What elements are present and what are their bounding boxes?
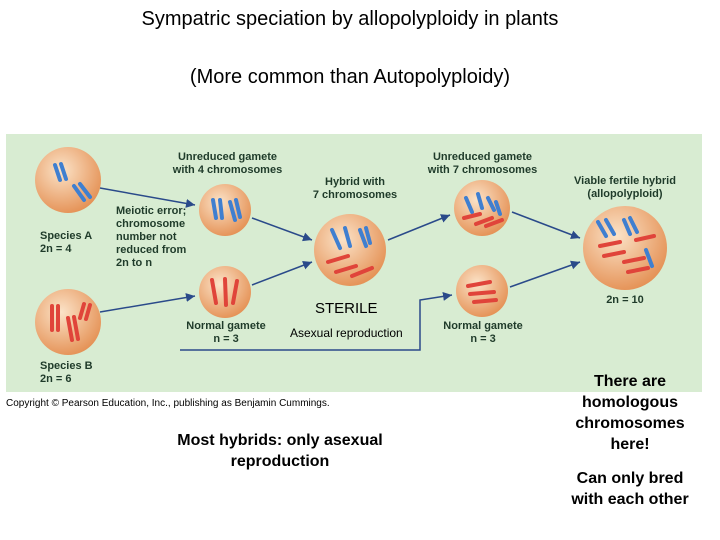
gamete-4-chromosomes xyxy=(211,198,242,222)
note-bred: Can only bred with each other xyxy=(571,470,689,508)
gamete-7-chromosomes xyxy=(462,192,504,228)
slide-subtitle: (More common than Autopolyploidy) xyxy=(189,66,511,88)
normal-gamete-right-chromosomes xyxy=(466,280,498,304)
label-result-count: 2n = 10 xyxy=(606,294,644,306)
hybrid-chromosomes xyxy=(326,226,374,278)
pathway-arrows xyxy=(99,187,581,351)
normal-gamete-left-chromosomes xyxy=(210,277,239,307)
label-normal-gamete-right: Normal gamete n = 3 xyxy=(443,320,523,345)
note-most-hybrids: Most hybrids: only asexual reproduction xyxy=(177,432,383,470)
asexual-reproduction-label: Asexual reproduction xyxy=(290,326,403,340)
sterile-label: STERILE xyxy=(315,300,378,317)
copyright-text: Copyright © Pearson Education, Inc., pub… xyxy=(6,398,330,409)
label-normal-gamete-left: Normal gamete n = 3 xyxy=(186,320,266,345)
label-species-b: Species B 2n = 6 xyxy=(40,360,93,385)
note-homologous: There are homologous chromosomes here! xyxy=(575,373,685,453)
label-unreduced-gamete-7: Unreduced gamete with 7 chromosomes xyxy=(427,151,538,176)
hybrid-cell xyxy=(314,214,386,286)
label-viable-hybrid: Viable fertile hybrid (allopolyploid) xyxy=(574,175,676,200)
label-species-a: Species A 2n = 4 xyxy=(40,230,93,255)
slide-title: Sympatric speciation by allopolyploidy i… xyxy=(141,8,559,30)
allopolyploid-chromosomes xyxy=(596,216,656,274)
species-b-chromosomes xyxy=(50,302,92,342)
species-a-cell xyxy=(35,147,101,213)
label-unreduced-gamete-4: Unreduced gamete with 4 chromosomes xyxy=(172,151,283,176)
unreduced-gamete-4-cell xyxy=(199,184,251,236)
label-hybrid: Hybrid with 7 chromosomes xyxy=(312,176,398,201)
species-a-chromosomes xyxy=(53,162,92,202)
label-meiotic-error: Meiotic error; chromosome number not red… xyxy=(116,205,187,269)
